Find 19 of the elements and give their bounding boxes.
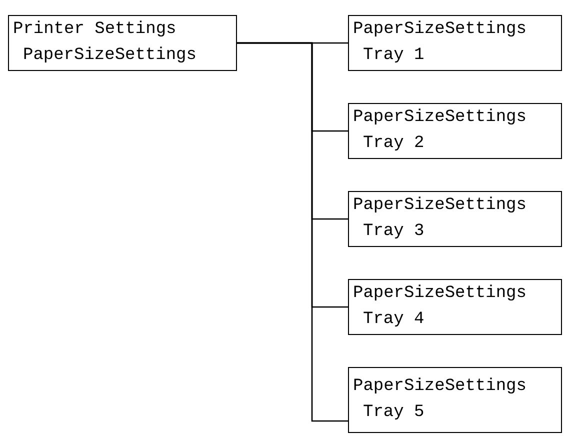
menu-box — [348, 191, 562, 247]
menu-box — [8, 15, 237, 71]
menu-box — [348, 279, 562, 335]
menu-item: PaperSizeSettings — [22, 45, 198, 67]
menu-title: PaperSizeSettings — [353, 376, 528, 398]
menu-title: PaperSizeSettings — [353, 107, 528, 129]
menu-item: Tray 4 — [362, 309, 426, 331]
menu-item: Tray 5 — [362, 402, 426, 424]
menu-title: PaperSizeSettings — [353, 283, 528, 305]
menu-box — [348, 15, 562, 71]
connector-line — [237, 42, 348, 422]
menu-box — [348, 367, 562, 433]
menu-item: Tray 2 — [362, 133, 426, 155]
menu-title: PaperSizeSettings — [353, 19, 528, 41]
menu-box — [348, 103, 562, 159]
menu-title: PaperSizeSettings — [353, 195, 528, 217]
menu-item: Tray 3 — [362, 221, 426, 243]
menu-item: Tray 1 — [362, 45, 426, 67]
menu-title: Printer Settings — [13, 19, 178, 41]
